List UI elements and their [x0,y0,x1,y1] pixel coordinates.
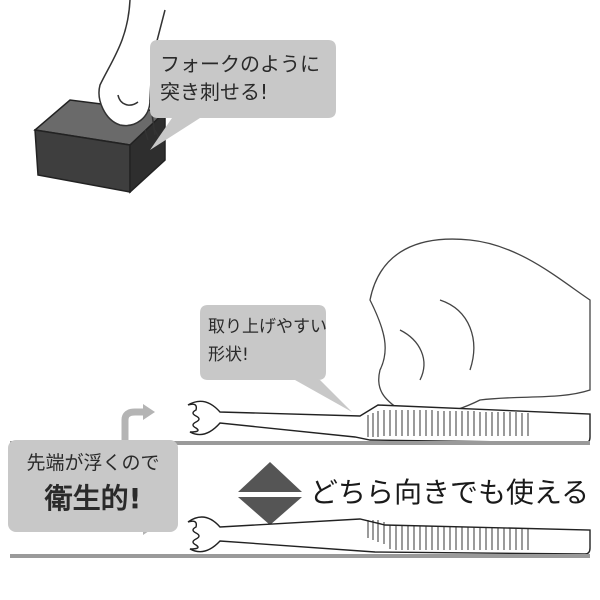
tagline: どちら向きでも使える [310,476,590,509]
flip-diamond-icon [238,462,302,525]
callout-hygiene-line1: 先端が浮くので [26,452,160,474]
callout-pickup-line2: 形状! [208,345,249,365]
surface-line-bottom [10,554,590,558]
fork-pick-icon [187,400,591,444]
callout-pickup-line1: 取り上げやすい [208,317,327,337]
curved-arrow-icon [143,404,155,420]
callout-hygiene-line2: 衛生的! [44,482,142,515]
callout-pickup-text: 取り上げやすい 形状! [208,313,327,369]
callout-fork-line1: フォークのように [160,52,320,76]
hand-icon [369,238,591,416]
fork-pick-icon [187,516,591,555]
callout-pickup-bubble [200,305,352,412]
callout-fork-text: フォークのように 突き刺せる! [160,50,320,106]
callout-hygiene-bubble [8,440,178,532]
hand-icon [98,0,166,141]
callout-fork-line2: 突き刺せる! [160,80,269,104]
surface-line-top [10,441,590,445]
callout-hygiene-text: 先端が浮くので 衛生的! [14,448,172,520]
callout-fork-bubble [150,40,336,150]
